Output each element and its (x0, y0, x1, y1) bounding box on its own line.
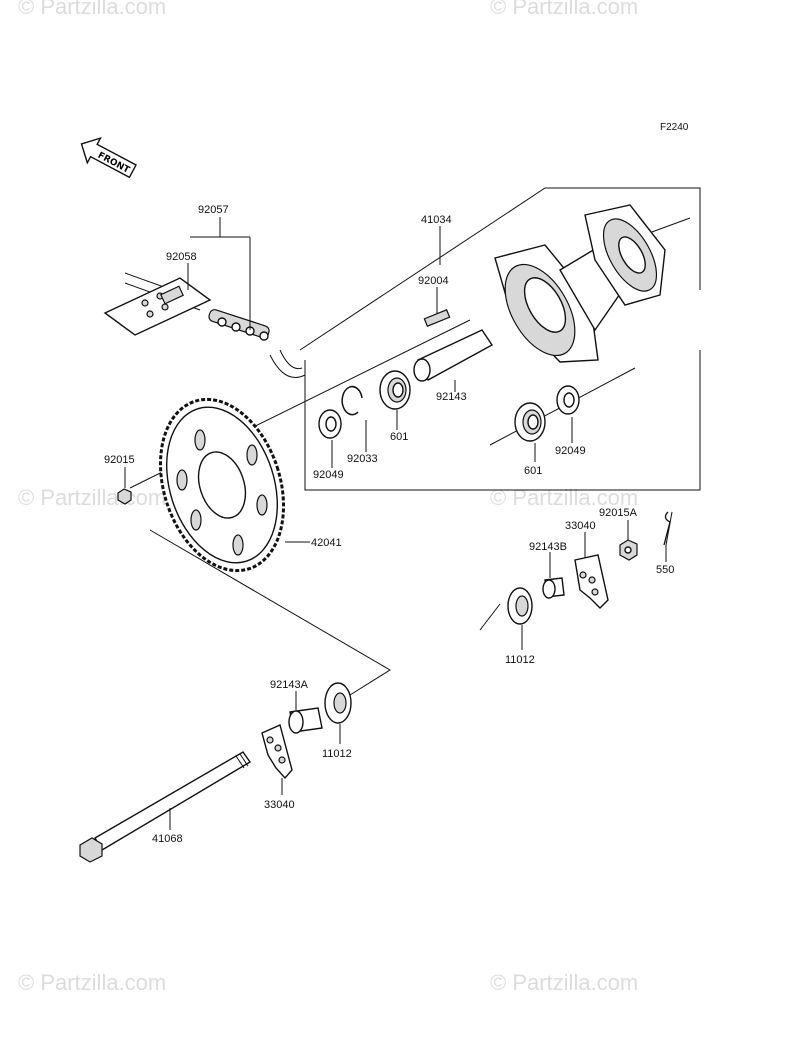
label-92015A: 92015A (599, 507, 638, 519)
label-92143B: 92143B (529, 541, 567, 553)
label-601-right: 601 (524, 465, 542, 477)
cotter-pin-icon (663, 511, 673, 546)
label-92004: 92004 (418, 275, 449, 287)
label-92143: 92143 (436, 391, 467, 403)
label-601-left: 601 (390, 431, 408, 443)
cap-left-icon (324, 682, 352, 724)
label-92143A: 92143A (270, 679, 309, 691)
cap-right-icon (507, 587, 533, 625)
watermark-bottom-left: © Partzilla.com (18, 970, 166, 995)
watermark-top-right: © Partzilla.com (490, 0, 638, 19)
figure-code: F2240 (660, 122, 689, 133)
chain-adjuster-right-icon (574, 554, 609, 609)
label-92049-right: 92049 (555, 445, 586, 457)
axle-icon (79, 751, 252, 863)
label-550: 550 (656, 564, 674, 576)
label-92058: 92058 (166, 251, 197, 263)
nut-icon (117, 488, 132, 505)
watermark-mid-right: © Partzilla.com (490, 485, 638, 510)
label-42041: 42041 (311, 537, 342, 549)
circlip-icon (341, 385, 363, 416)
label-92057: 92057 (198, 204, 229, 216)
watermark-top-left: © Partzilla.com (18, 0, 166, 19)
label-33040-left: 33040 (264, 799, 295, 811)
hub-bracket-line (299, 187, 701, 351)
label-92049-left: 92049 (313, 469, 344, 481)
label-41034: 41034 (421, 214, 452, 226)
label-11012-left: 11012 (322, 748, 352, 760)
hub-bracket-line-lower (304, 350, 701, 491)
nut-axle-icon (619, 539, 638, 561)
bearing-left-icon (379, 370, 411, 410)
collar-center-icon (413, 329, 494, 382)
chain-icon (103, 272, 306, 378)
hub-icon (494, 204, 666, 363)
collar-right-icon (542, 577, 565, 599)
label-92033: 92033 (347, 453, 378, 465)
sprocket-icon (158, 397, 286, 573)
axis-line-right (479, 603, 501, 631)
label-11012-right: 11012 (505, 654, 535, 666)
axle-guide-line (149, 529, 391, 696)
seal-right-icon (556, 385, 580, 415)
collar-left-icon (288, 707, 323, 734)
front-arrow-icon: FRONT (80, 136, 137, 179)
bearing-right-icon (514, 402, 546, 442)
label-92015: 92015 (104, 454, 135, 466)
label-41068: 41068 (152, 833, 183, 845)
label-33040-right: 33040 (565, 520, 596, 532)
watermark-mid-left: © Partzilla.com (18, 485, 166, 510)
watermark-bottom-right: © Partzilla.com (490, 970, 638, 995)
chain-adjuster-left-icon (261, 724, 293, 780)
stud-icon (423, 309, 451, 327)
seal-left-icon (318, 409, 342, 439)
